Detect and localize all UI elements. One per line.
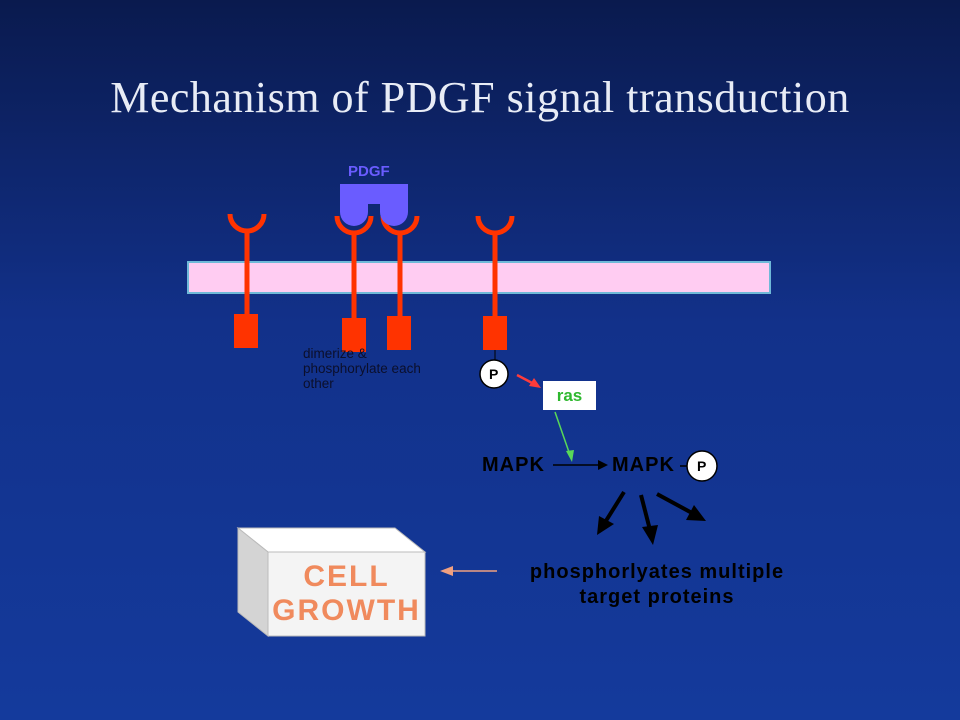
cell-membrane (187, 261, 771, 294)
mapk-inactive-label: MAPK (482, 454, 545, 476)
phosphate-label-mapk: P (697, 458, 707, 474)
receptor-1 (227, 213, 267, 348)
activation-arrow-mapk (554, 411, 571, 456)
dimerize-line-1: dimerize & (303, 346, 367, 361)
growth-line-2: GROWTH (272, 594, 421, 627)
dimerize-line-2: phosphorylate each (303, 361, 421, 376)
pdgf-label: PDGF (348, 163, 390, 180)
cell-growth-label: CELL GROWTH (268, 552, 425, 636)
receptor-2 (334, 215, 374, 352)
ras-box: ras (543, 381, 596, 410)
phosphate-icon-receptor (479, 359, 509, 389)
dimerize-caption: dimerize & phosphorylate each other (303, 346, 463, 391)
targets-line-2: target proteins (579, 586, 735, 608)
pdgf-ligand (340, 184, 408, 226)
mapk-active-label: MAPK (612, 454, 675, 476)
dimerize-line-3: other (303, 376, 334, 391)
phosphate-label-receptor: P (489, 366, 499, 382)
receptor-4 (475, 215, 515, 360)
targets-caption: phosphorlyates multiple target proteins (497, 560, 817, 610)
targets-line-1: phosphorlyates multiple (529, 561, 785, 583)
target-arrows (597, 490, 706, 545)
growth-line-1: CELL (303, 560, 390, 593)
slide-title: Mechanism of PDGF signal transduction (110, 73, 850, 122)
receptor-3 (380, 215, 420, 350)
cell-growth-box (236, 526, 427, 638)
